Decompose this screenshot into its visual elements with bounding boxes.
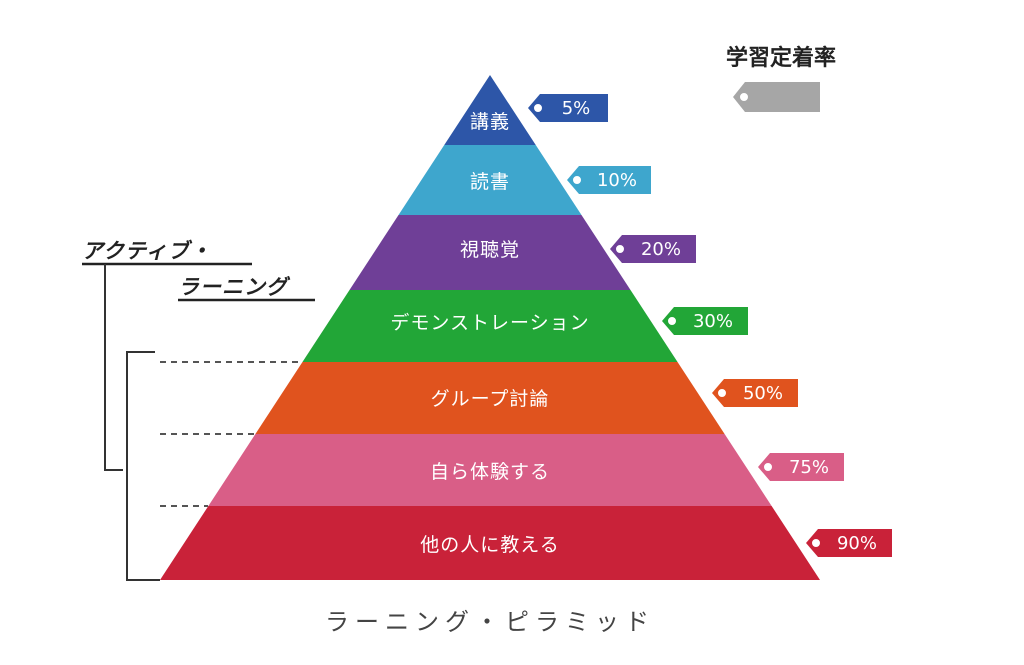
level-label: 読書 bbox=[470, 171, 510, 193]
retention-value: 30% bbox=[693, 311, 733, 332]
pyramid-level-group-discussion: グループ討論 bbox=[255, 362, 725, 434]
diagram-title: ラーニング・ピラミッド bbox=[325, 608, 655, 636]
retention-tag-reading: 10% bbox=[567, 166, 651, 194]
retention-tag-practice-by-doing: 75% bbox=[758, 453, 844, 481]
level-label: 視聴覚 bbox=[460, 239, 520, 261]
active-learning-label-line2: ラーニング bbox=[178, 275, 291, 299]
level-label: 他の人に教える bbox=[420, 534, 559, 556]
pyramid-level-reading: 読書 bbox=[398, 145, 582, 215]
pyramid-level-demonstration: デモンストレーション bbox=[302, 290, 678, 362]
pyramid-level-lecture: 講義 bbox=[444, 75, 536, 145]
retention-value: 5% bbox=[562, 98, 591, 119]
level-label: 自ら体験する bbox=[430, 461, 550, 483]
legend-tag-icon bbox=[733, 82, 820, 112]
active-learning-outer-bracket bbox=[104, 264, 123, 471]
retention-tag-audiovisual: 20% bbox=[610, 235, 696, 263]
level-label: グループ討論 bbox=[431, 388, 550, 410]
retention-value: 10% bbox=[597, 170, 637, 191]
pyramid-level-teaching-others: 他の人に教える bbox=[160, 506, 820, 580]
retention-tag-demonstration: 30% bbox=[662, 307, 748, 335]
level-label: 講義 bbox=[470, 111, 510, 133]
level-label: デモンストレーション bbox=[390, 312, 589, 334]
retention-value: 75% bbox=[789, 457, 829, 478]
active-learning-label-line1: アクティブ・ bbox=[82, 239, 212, 263]
retention-tag-group-discussion: 50% bbox=[712, 379, 798, 407]
retention-tag-teaching-others: 90% bbox=[806, 529, 892, 557]
legend-title: 学習定着率 bbox=[726, 45, 836, 71]
retention-value: 20% bbox=[641, 239, 681, 260]
retention-value: 90% bbox=[837, 533, 877, 554]
pyramid-level-practice-by-doing: 自ら体験する bbox=[208, 434, 772, 506]
retention-tag-lecture: 5% bbox=[528, 94, 608, 122]
pyramid-level-audiovisual: 視聴覚 bbox=[349, 215, 631, 290]
active-learning-inner-bracket bbox=[126, 351, 160, 581]
retention-value: 50% bbox=[743, 383, 783, 404]
